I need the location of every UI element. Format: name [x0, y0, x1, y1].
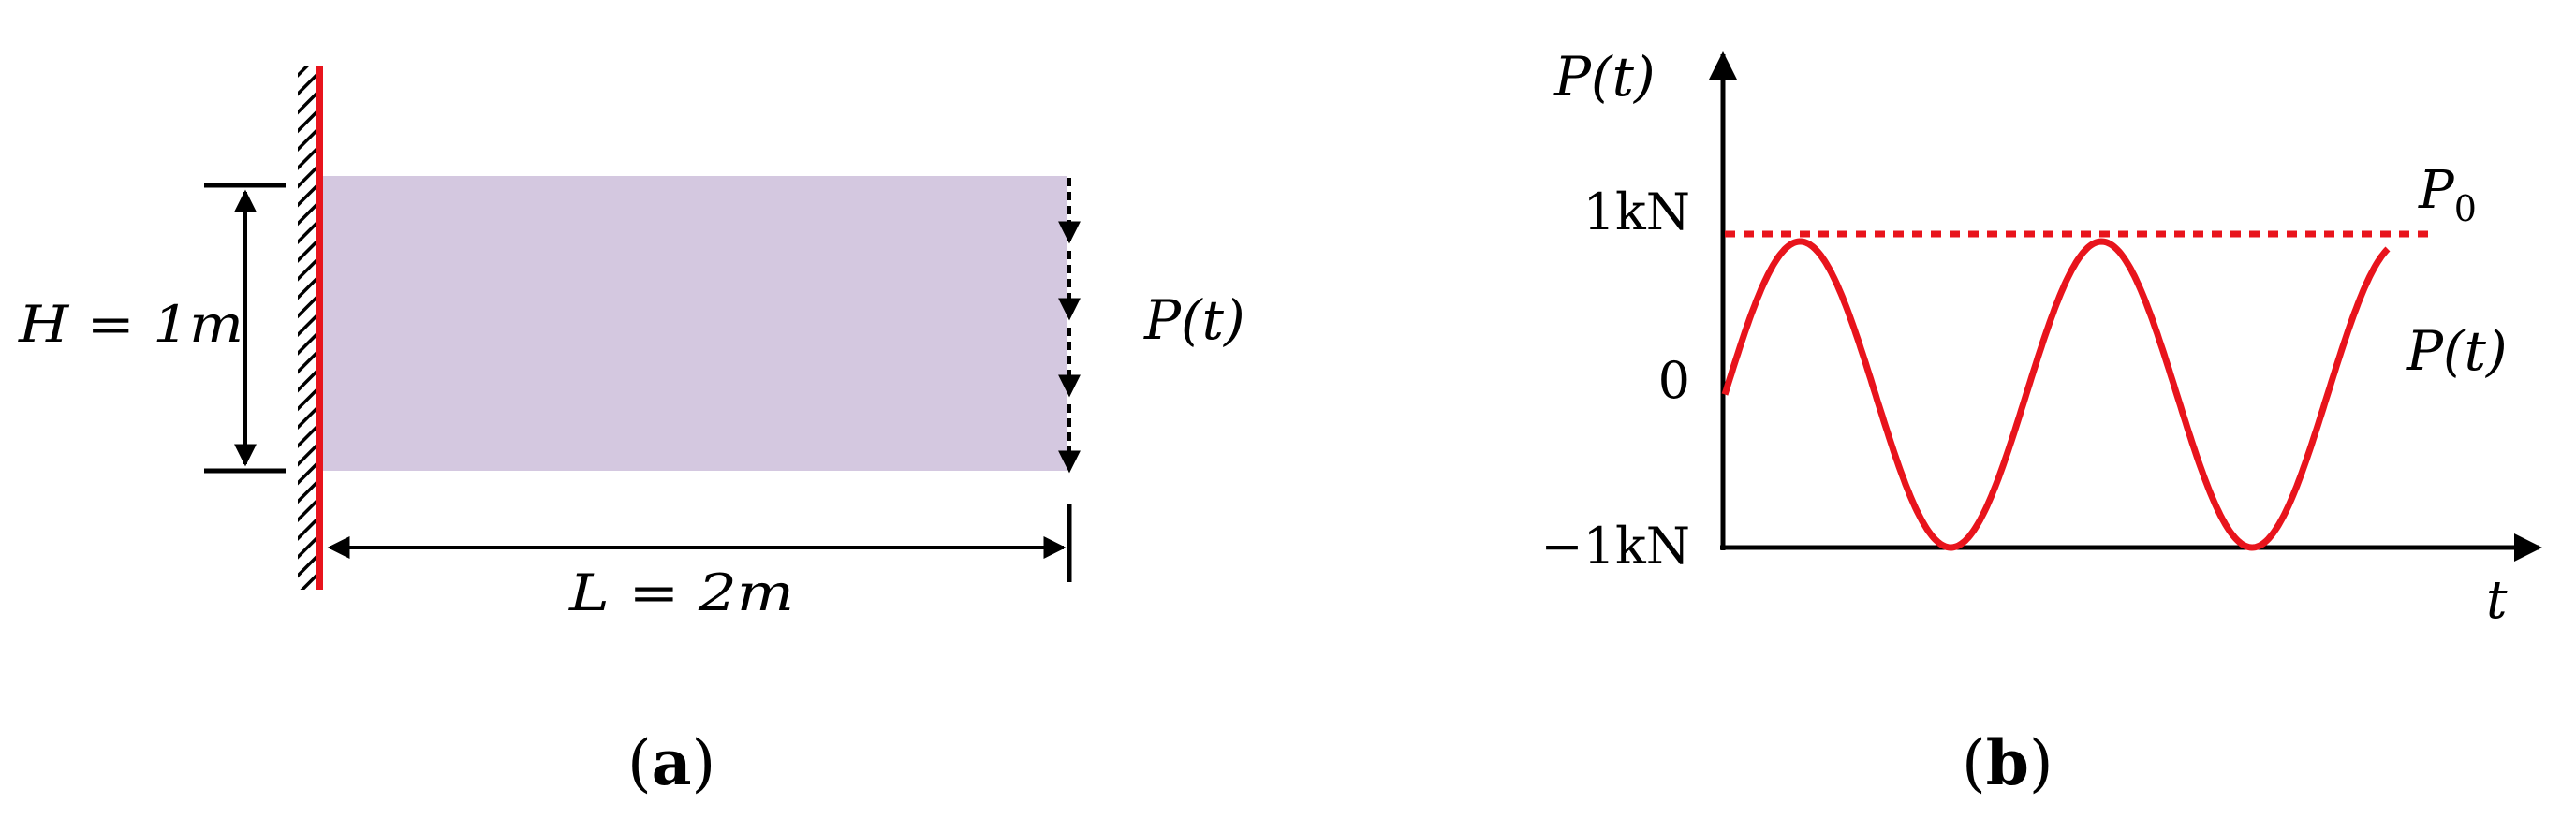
height-label: H = 1m — [18, 295, 243, 354]
hatched-wall-support-icon — [298, 66, 318, 590]
caption-a-letter: a — [652, 726, 692, 799]
series-p-t-line — [1721, 238, 2391, 551]
length-label: L = 2m — [568, 563, 794, 622]
curve-label: P(t) — [2406, 319, 2508, 383]
caption-b-close: ) — [2029, 727, 2053, 799]
height-dimension: H = 1m — [18, 183, 286, 474]
caption-a-close: ) — [692, 727, 716, 799]
caption-a: (a) — [627, 726, 715, 799]
caption-b: (b) — [1962, 726, 2053, 799]
fixed-edge-line — [316, 66, 323, 590]
p0-label-base: P — [2418, 160, 2455, 221]
ytick-mid: 0 — [1658, 351, 1690, 410]
y-axis-label: P(t) — [1553, 45, 1656, 109]
caption-a-open: ( — [627, 727, 652, 799]
length-dimension: L = 2m — [327, 504, 1072, 622]
panel-a: H = 1m L = 2m P(t) (a) — [18, 66, 1245, 799]
load-label: P(t) — [1143, 288, 1245, 352]
caption-b-letter: b — [1986, 726, 2029, 799]
ytick-top: 1kN — [1583, 183, 1690, 241]
panel-b: P(t) t 1kN 0 −1kN P0 P(t) (b) — [1540, 45, 2542, 799]
caption-b-open: ( — [1962, 727, 1986, 799]
x-axis-label: t — [2486, 570, 2508, 631]
p0-label: P0 — [2418, 160, 2477, 229]
ytick-bottom: −1kN — [1540, 517, 1690, 576]
beam-body — [323, 176, 1067, 471]
p0-label-sub: 0 — [2454, 188, 2477, 229]
